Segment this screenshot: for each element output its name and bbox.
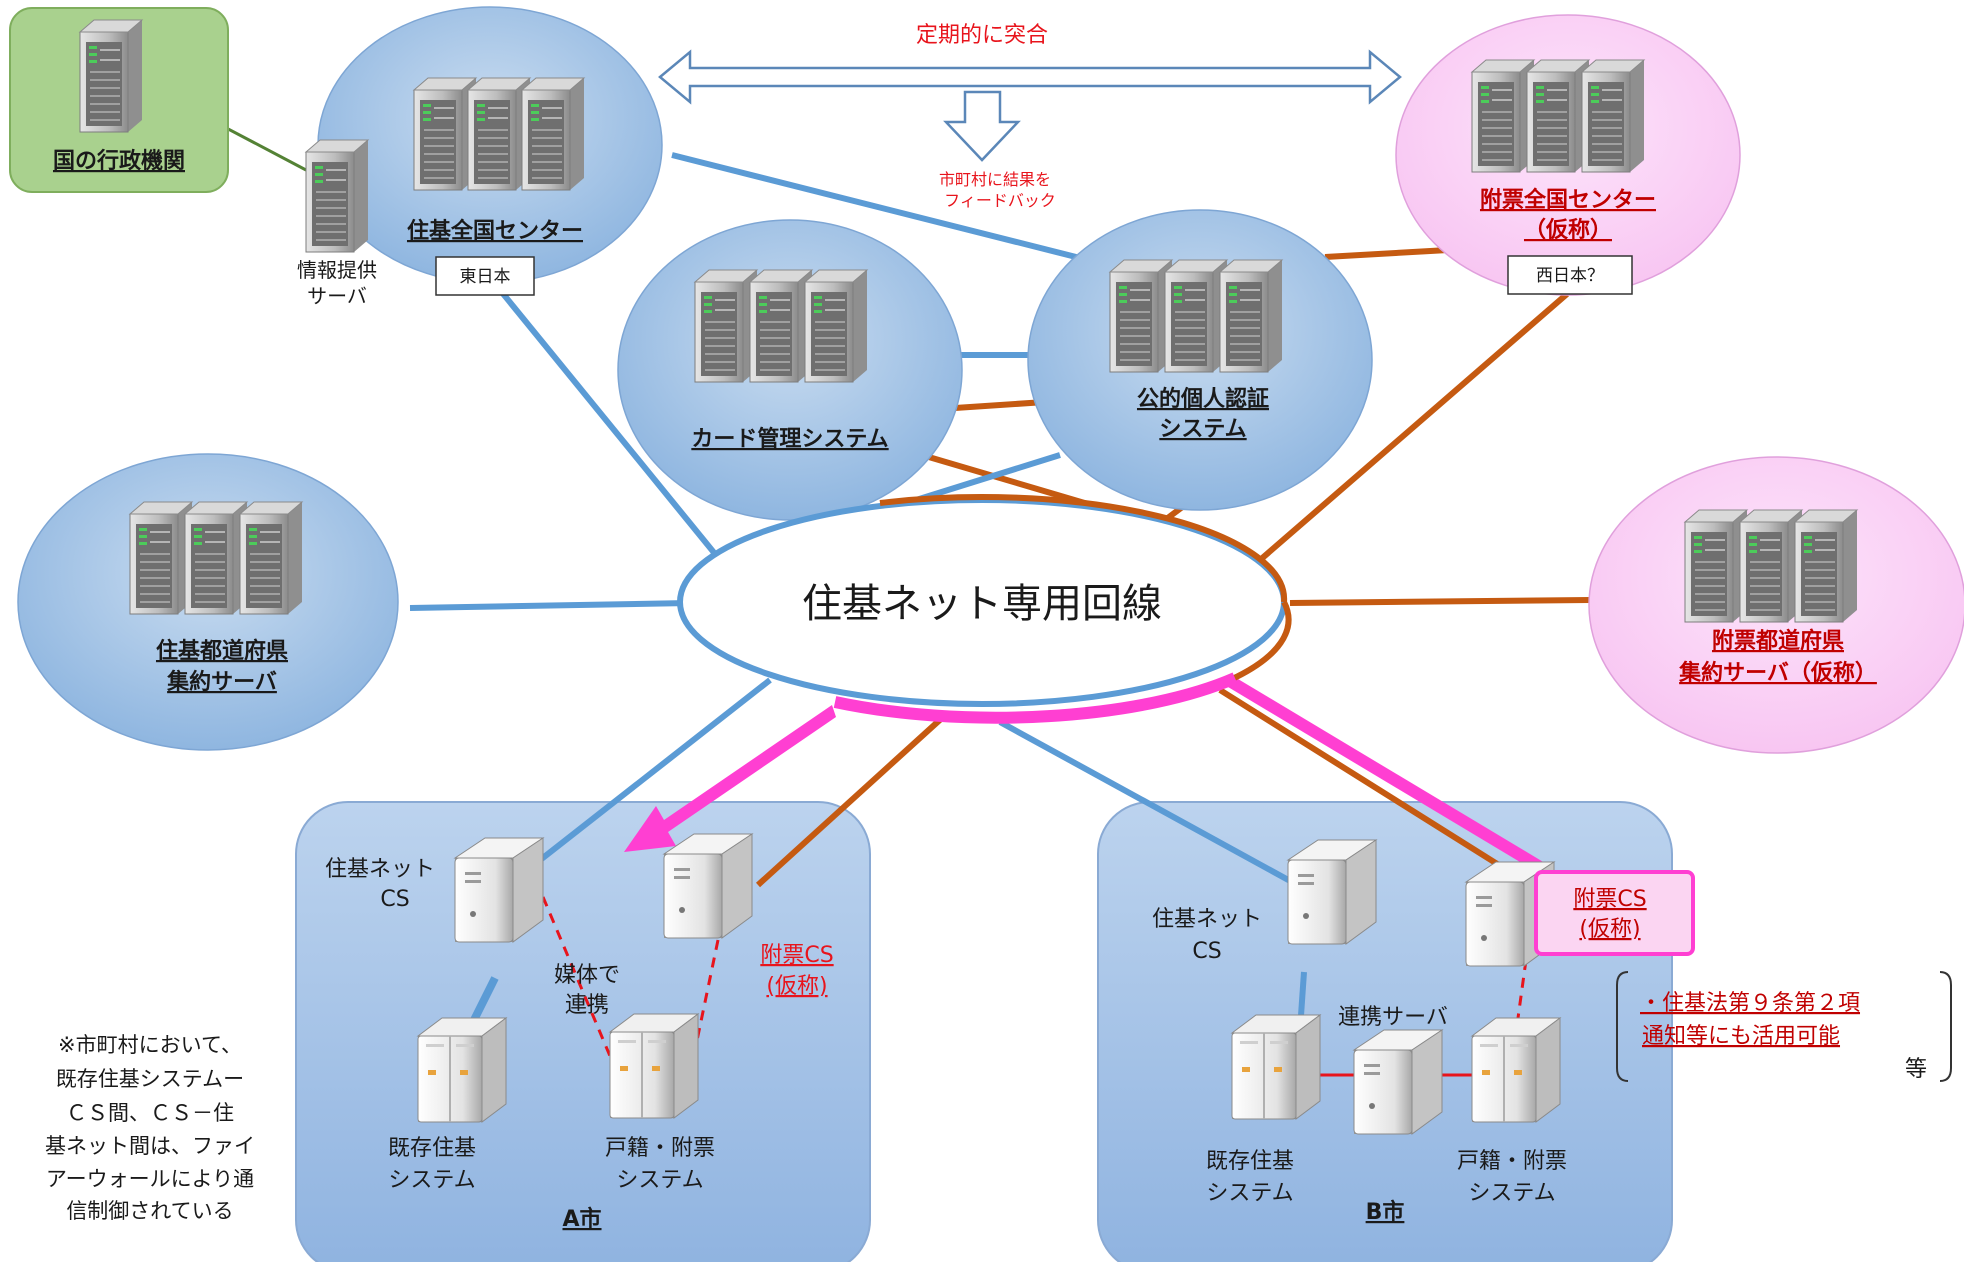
center-server-icon <box>413 77 585 191</box>
fuhyo-center-region: 西日本？ <box>1536 266 1604 286</box>
note-left-line-5: アーウォールにより通 <box>46 1167 254 1191</box>
cityB-kizon-label-1: 既存住基 <box>1206 1149 1294 1174</box>
note-bracket-left <box>1616 971 1629 1082</box>
line-net-cityA-fuhyo <box>755 715 945 888</box>
info-server-label-2: サーバ <box>307 284 367 308</box>
cityB-cs-icon <box>1287 839 1377 945</box>
note-right-line-2: 通知等にも活用可能 <box>1642 1024 1840 1049</box>
cityB-dashed-link <box>1516 959 1528 1019</box>
fuhyo-pref-label-1: 附票都道府県 <box>1712 628 1844 654</box>
cityA-kizon-label-1: 既存住基 <box>388 1136 476 1161</box>
cityB-kizon-icon <box>1231 1014 1321 1120</box>
cityB-cs-label-2: CS <box>1192 939 1221 964</box>
info-server-icon <box>305 139 369 253</box>
network-ellipse-orange-right <box>1228 600 1292 683</box>
line-net-cityB-fuhyo <box>1218 687 1512 875</box>
note-left-line-4: 基ネット間は、ファイ <box>45 1134 255 1158</box>
cityA-cs-label-1: 住基ネット <box>325 857 435 882</box>
cityB-renkei-label: 連携サーバ <box>1338 1005 1448 1030</box>
line-jpki-fuhyo-center <box>1324 247 1449 260</box>
network-ellipse-orange-top <box>879 493 1288 603</box>
center-label: 住基全国センター <box>407 218 583 244</box>
note-left-line-2: 既存住基システムー <box>56 1067 244 1091</box>
network-label: 住基ネット専用回線 <box>802 581 1162 627</box>
cityB-koseki-icon <box>1471 1017 1561 1123</box>
note-left-line-1: ※市町村において、 <box>58 1033 242 1057</box>
cityB-cs-label-1: 住基ネット <box>1152 907 1262 932</box>
line-fuhyo-center-net <box>1258 291 1569 563</box>
feedback-label-2: フィードバック <box>944 191 1056 210</box>
cityA-koseki-icon <box>609 1013 699 1119</box>
fuhyo-pref-label-2: 集約サーバ（仮称） <box>1678 660 1877 686</box>
double-arrow <box>658 49 1402 105</box>
line-card-jpki-orange <box>954 399 1046 411</box>
info-server-label-1: 情報提供 <box>297 258 377 282</box>
cityB-fuhyo-cs-box <box>1534 870 1695 956</box>
cityB-koseki-label-1: 戸籍・附票 <box>1457 1149 1567 1174</box>
note-left-line-6: 信制御されている <box>66 1199 233 1223</box>
cityB-koseki-label-2: システム <box>1468 1181 1555 1206</box>
note-left: ※市町村において、 既存住基システムー ＣＳ間、ＣＳ－住 基ネット間は、ファイ … <box>45 1033 255 1223</box>
note-bracket-right <box>1939 971 1952 1082</box>
line-pref-net <box>409 600 691 611</box>
pref-server-label-1: 住基都道府県 <box>156 638 288 664</box>
line-center-net <box>497 288 723 562</box>
card-server-icon <box>694 269 868 383</box>
cityA-fuhyo-cs-label-1: 附票CS <box>760 943 833 968</box>
feedback-label-1: 市町村に結果を <box>939 170 1051 189</box>
cityB-name: B市 <box>1366 1199 1405 1225</box>
center-region: 東日本 <box>460 267 511 287</box>
fuhyo-center-region-box <box>1507 255 1633 295</box>
network-ellipse-magenta <box>833 672 1238 724</box>
fuhyo-center-server-icon <box>1471 59 1645 173</box>
kuni-server-icon <box>79 19 143 133</box>
line-net-cityB-cs <box>998 719 1294 885</box>
title-label: 定期的に突合 <box>916 23 1048 48</box>
cityA-cs-label-2: CS <box>380 887 409 912</box>
card-system-label: カード管理システム <box>691 426 888 452</box>
feedback-arrow <box>943 90 1021 162</box>
jpki-label-1: 公的個人認証 <box>1137 386 1269 412</box>
cityA-name: A市 <box>562 1206 601 1232</box>
cityB-fuhyo-cs-label-2: (仮称) <box>1579 917 1640 942</box>
cityB-fuhyo-cs-label-1: 附票CS <box>1573 887 1646 912</box>
line-net-cityA-cs <box>528 677 772 871</box>
cityB-kizon-label-2: システム <box>1206 1181 1293 1206</box>
cityA-koseki-label-2: システム <box>616 1168 703 1193</box>
jpki-label-2: システム <box>1159 417 1246 442</box>
fuhyo-pref-server-icon <box>1684 509 1858 623</box>
cityB-renkei-icon <box>1353 1029 1443 1135</box>
cityA-dashed-links <box>541 896 720 1076</box>
magenta-line-cityB <box>1224 674 1549 876</box>
cityA-media-label-2: 連携 <box>565 993 609 1018</box>
cityA-kizon-icon <box>417 1017 507 1123</box>
note-left-line-3: ＣＳ間、ＣＳ－住 <box>66 1101 234 1125</box>
cityA-koseki-label-1: 戸籍・附票 <box>605 1136 715 1161</box>
fuhyo-center-label-1: 附票全国センター <box>1480 187 1656 213</box>
magenta-arrow-cityA <box>624 705 836 852</box>
pref-server-label-2: 集約サーバ <box>166 669 277 695</box>
center-region-box <box>435 256 535 296</box>
jpki-server-icon <box>1109 259 1283 373</box>
line-fuhyo-pref-net <box>1289 597 1591 606</box>
pref-server-icon <box>129 501 303 615</box>
cityA-fuhyo-cs-label-2: (仮称) <box>766 974 827 999</box>
note-right-line-3: 等 <box>1905 1057 1927 1082</box>
line-center-jpki <box>671 152 1081 261</box>
cityA-media-label-1: 媒体で <box>554 963 620 988</box>
fuhyo-center-label-2: （仮称） <box>1524 217 1612 243</box>
kuni-label: 国の行政機関 <box>53 148 185 174</box>
cityA-kizon-label-2: システム <box>388 1168 475 1193</box>
note-right-line-1: ・住基法第９条第２項 <box>1640 991 1860 1016</box>
cityA-fuhyo-cs-icon <box>663 833 753 939</box>
cityA-cs-icon <box>454 837 544 943</box>
